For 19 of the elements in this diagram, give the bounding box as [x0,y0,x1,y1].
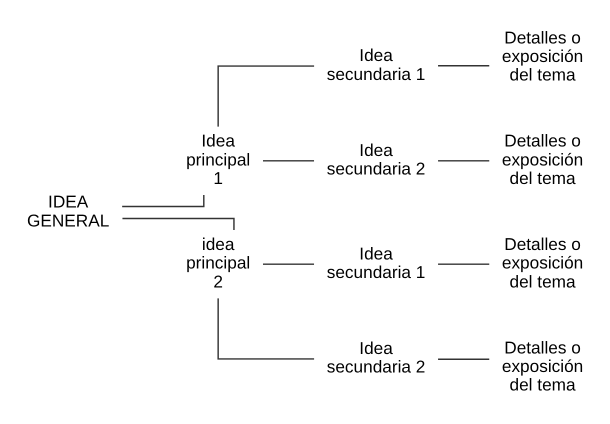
connector [262,160,314,162]
node-text: Idea principal 1 [186,130,250,188]
node-text: Detalles o exposición del tema [502,26,584,84]
connector [217,298,314,360]
node-text: Idea secundaria 2 [326,139,426,178]
connector [438,64,490,66]
node-text: Idea secundaria 1 [326,242,426,282]
node-text: Idea secundaria 1 [326,44,426,84]
node-text: Detalles o exposición del tema [502,130,584,188]
connector [438,160,490,162]
connector [262,262,314,264]
node-text: IDEA GENERAL [27,191,110,230]
connector [438,262,490,264]
node-text: Idea secundaria 2 [326,338,426,376]
connector [217,64,314,126]
node-text: Detalles o exposición del tema [502,233,584,291]
connector [438,358,490,360]
node-text: Detalles o exposición del tema [502,336,584,394]
node-text: idea principal 2 [186,233,250,291]
